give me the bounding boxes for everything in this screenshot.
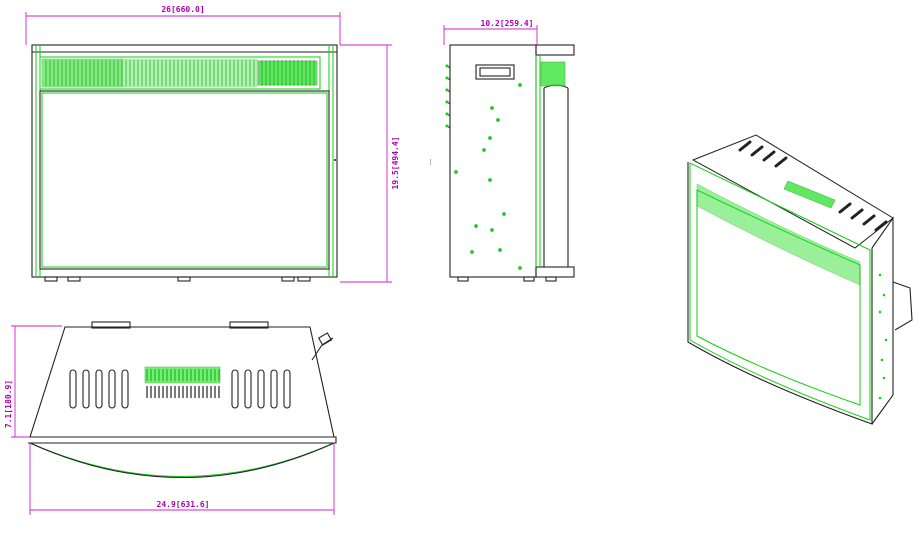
side-depth-dimension: 10.2[259.4] (443, 19, 538, 45)
top-width-dimension: 24.9[631.6] (29, 443, 335, 515)
side-screws (445, 64, 522, 270)
iso-vent-slots (738, 140, 888, 232)
side-depth-label: 10.2[259.4] (481, 19, 534, 28)
top-depth-label: 7.1[180.9] (4, 380, 13, 428)
side-view: —— (428, 44, 575, 282)
top-width-label: 24.9[631.6] (157, 500, 210, 509)
front-width-dimension: 26[660.0] (25, 5, 341, 45)
front-grille-slats (45, 60, 315, 86)
svg-text:——: —— (428, 158, 434, 165)
front-view (31, 44, 338, 282)
front-height-dimension: 19.5[494.4] (340, 44, 400, 283)
front-height-label: 19.5[494.4] (391, 137, 400, 190)
top-depth-dimension: 7.1[180.9] (4, 325, 62, 438)
iso-side-screws (878, 273, 888, 400)
top-view (28, 321, 337, 479)
front-width-label: 26[660.0] (161, 5, 204, 14)
isometric-view (687, 134, 913, 425)
